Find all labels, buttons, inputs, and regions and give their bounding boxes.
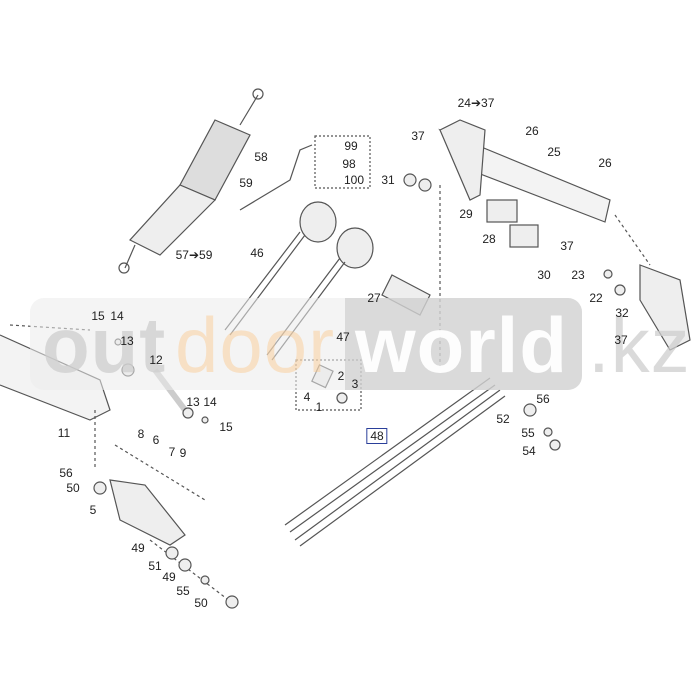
- watermark-panel-dark: [345, 298, 582, 390]
- part-label: 37: [614, 333, 628, 347]
- part-label: 27: [367, 291, 381, 305]
- part-label: 15: [219, 420, 233, 434]
- part-label: 11: [57, 426, 71, 440]
- watermark-text: out: [42, 301, 167, 389]
- part-label: 50: [66, 481, 80, 495]
- part-label: 32: [615, 306, 629, 320]
- part-label: 29: [459, 207, 473, 221]
- part-label: 50: [194, 596, 208, 610]
- part-label: 56: [536, 392, 550, 406]
- rod-assembly: [284, 377, 506, 547]
- part-label: 15: [91, 309, 105, 323]
- part-label: 23: [571, 268, 585, 282]
- part-label: 31: [381, 173, 395, 187]
- part-label: 55: [176, 584, 190, 598]
- part-label: 58: [254, 150, 268, 164]
- hose: [239, 144, 313, 211]
- part-label: 47: [336, 330, 350, 344]
- part-label: 14: [203, 395, 217, 409]
- part-label: 52: [496, 412, 510, 426]
- part-label: 99: [344, 139, 358, 153]
- part-label: 12: [149, 353, 163, 367]
- shock-absorber: [118, 88, 264, 274]
- watermark-text: world: [355, 301, 568, 389]
- highlighted-part-label: 48: [366, 428, 388, 444]
- part-label: 28: [482, 232, 496, 246]
- part-label: 37: [560, 239, 574, 253]
- part-label: 4: [303, 390, 311, 404]
- part-label: 24➔37: [457, 96, 495, 110]
- watermark-text: .kz: [588, 301, 691, 389]
- part-label: 13: [186, 395, 200, 409]
- fitting-group: [314, 135, 371, 189]
- part-label: 59: [239, 176, 253, 190]
- part-label: 6: [152, 433, 160, 447]
- watermark-text: door: [175, 301, 336, 389]
- part-label: 46: [250, 246, 264, 260]
- part-label: 100: [343, 173, 365, 187]
- part-label: 56: [59, 466, 73, 480]
- part-label: 98: [342, 157, 356, 171]
- part-label: 14: [110, 309, 124, 323]
- part-label: 49: [131, 541, 145, 555]
- part-label: 22: [589, 291, 603, 305]
- part-label: 54: [522, 444, 536, 458]
- part-label: 13: [120, 334, 134, 348]
- frame-arm: [438, 119, 651, 370]
- part-label: 26: [598, 156, 612, 170]
- part-label: 1: [315, 400, 323, 414]
- part-label: 7: [168, 445, 176, 459]
- bracket: [639, 264, 691, 351]
- part-label: 30: [537, 268, 551, 282]
- part-label: 9: [179, 446, 187, 460]
- part-label: 26: [525, 124, 539, 138]
- part-label: 3: [351, 377, 359, 391]
- part-label: 55: [521, 426, 535, 440]
- part-label: 49: [162, 570, 176, 584]
- part-label: 8: [137, 427, 145, 441]
- part-label: 37: [411, 129, 425, 143]
- part-label: 2: [337, 369, 345, 383]
- part-label: 57➔59: [175, 248, 213, 262]
- part-label: 25: [547, 145, 561, 159]
- part-label: 51: [148, 559, 162, 573]
- part-label: 5: [89, 503, 97, 517]
